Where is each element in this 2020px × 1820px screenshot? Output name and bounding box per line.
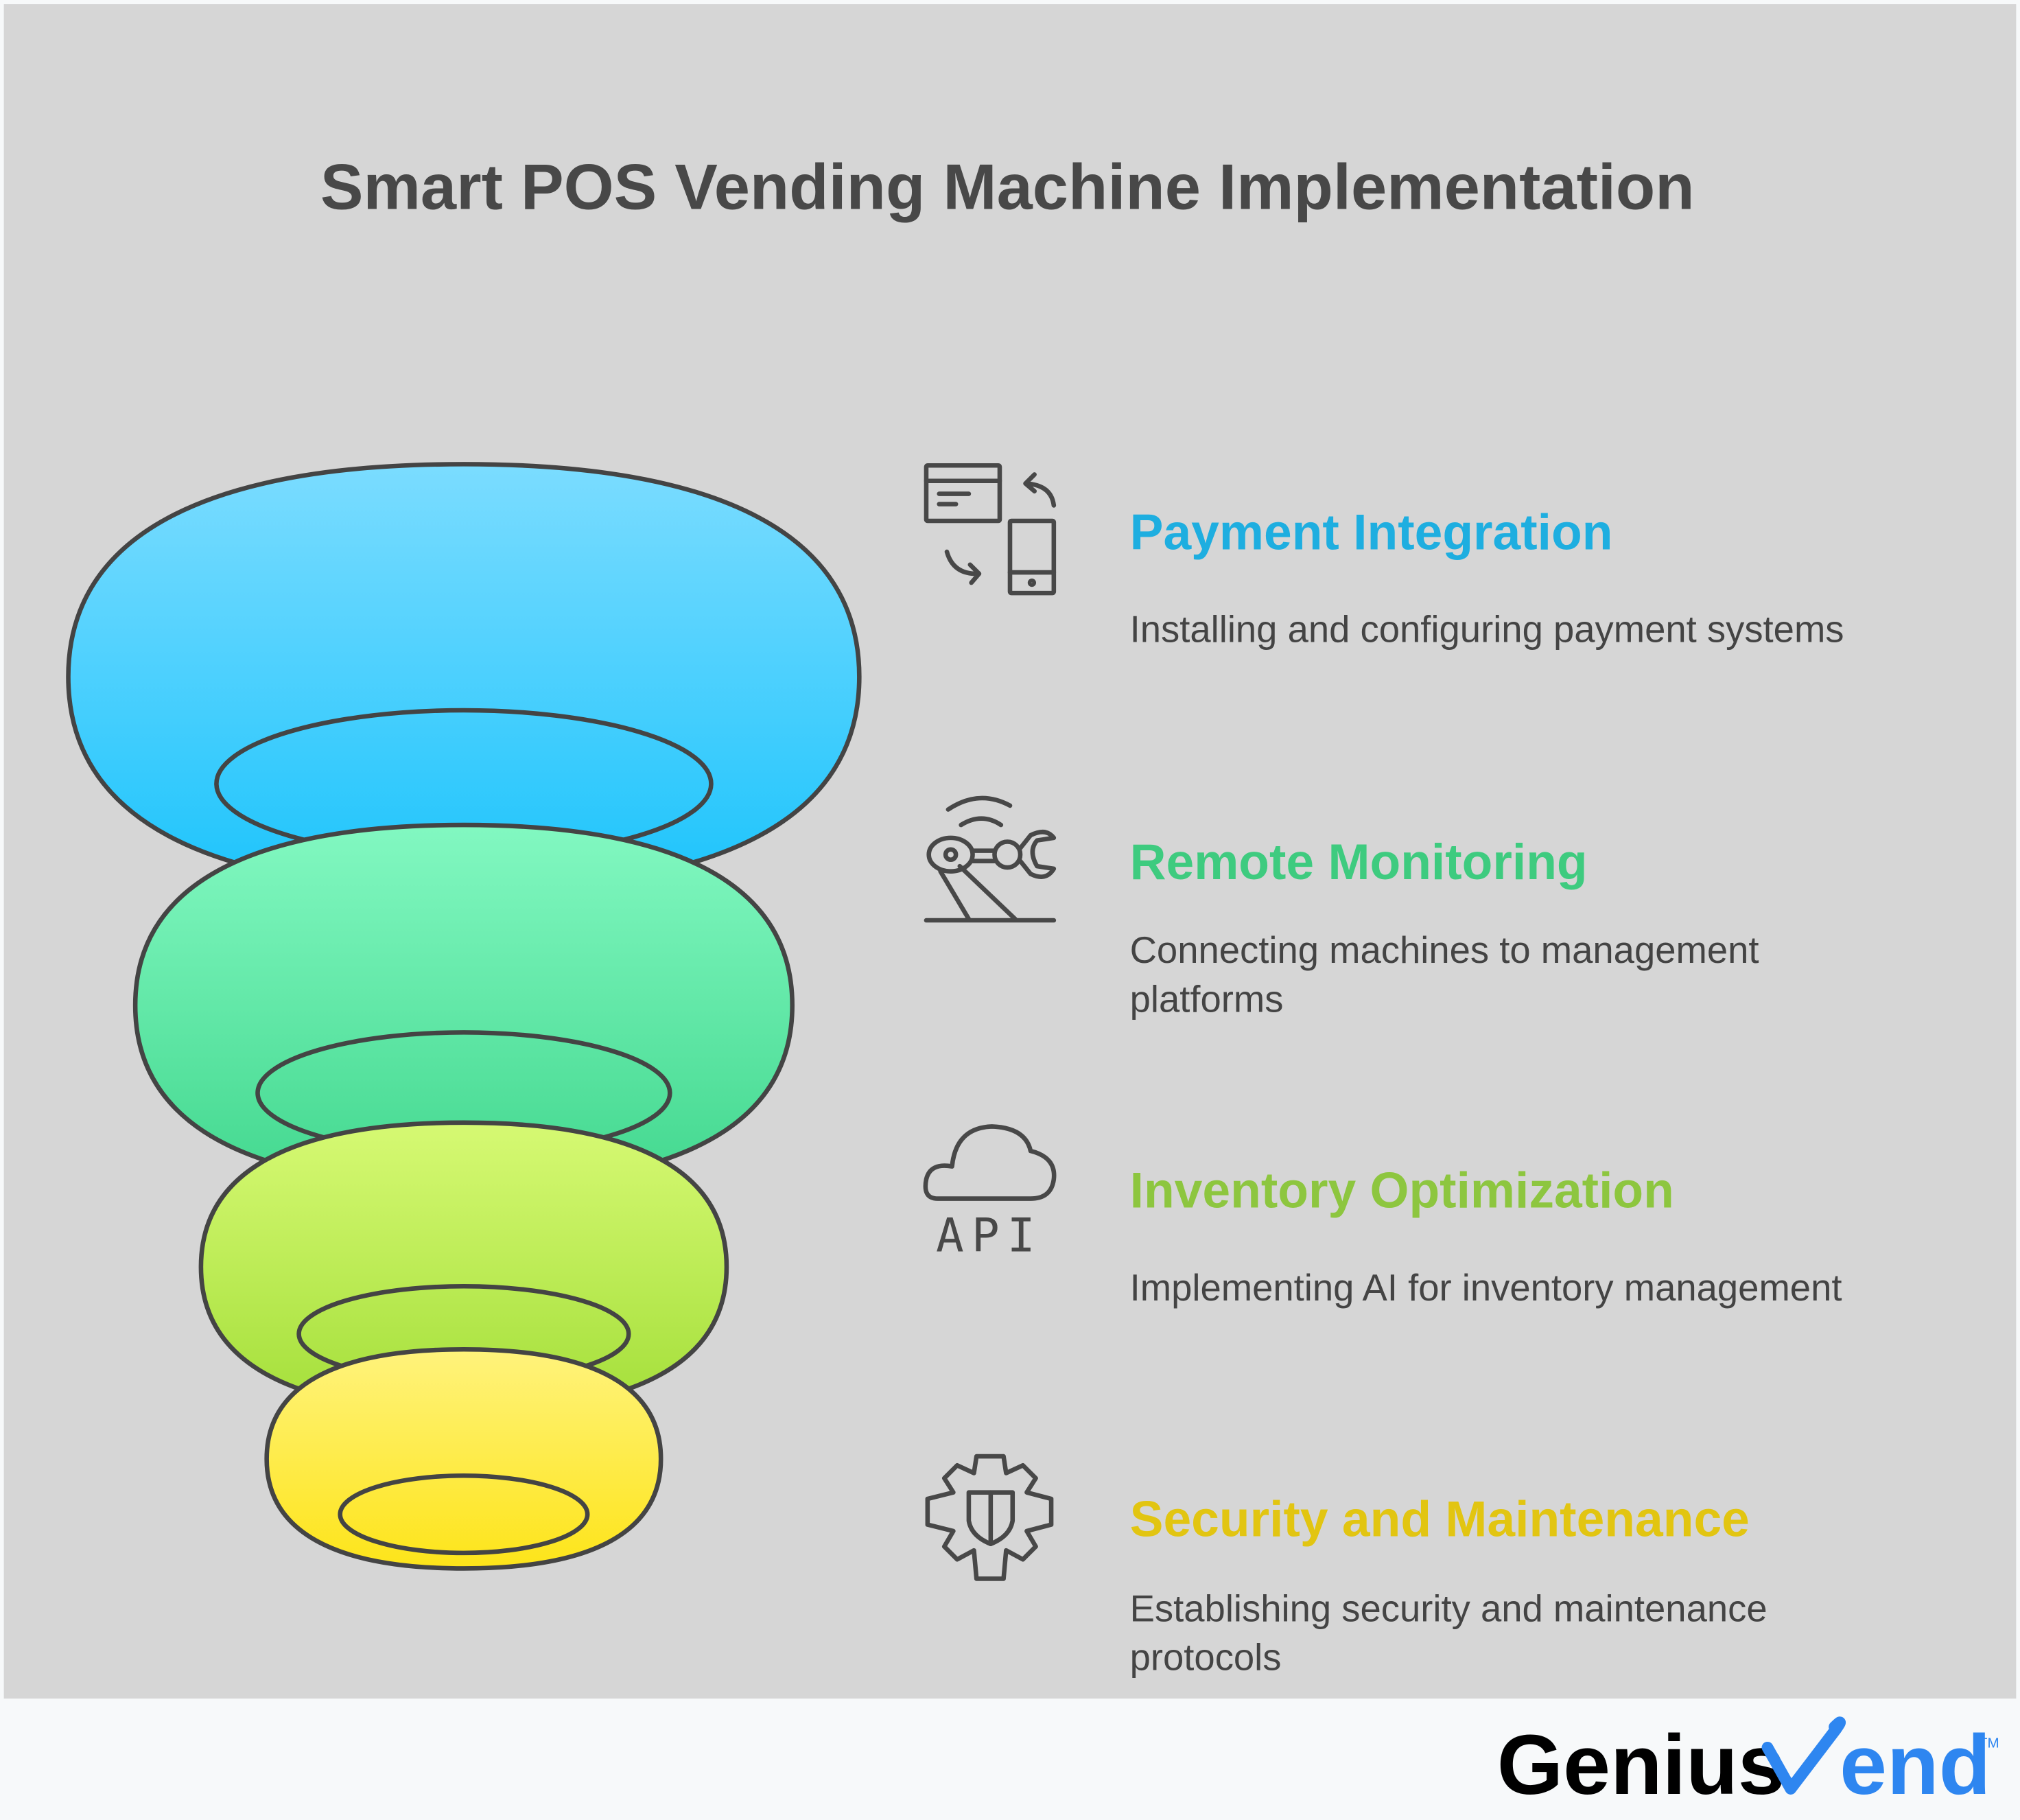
gear-shield-icon [925, 1454, 1054, 1581]
ring-security [264, 1346, 663, 1571]
step-title: Payment Integration [1130, 504, 1613, 560]
ring-hole [338, 1473, 590, 1556]
step-description: protocols [1130, 1637, 1282, 1679]
funnel [66, 462, 862, 1571]
step-inventory-optimization: Inventory Optimization Implementing AI f… [1130, 1163, 1842, 1309]
ring-outer [264, 1346, 663, 1571]
step-description: Implementing AI for inventory management [1130, 1267, 1842, 1309]
step-payment-integration: Payment Integration Installing and confi… [1130, 504, 1844, 650]
logo-text-vend: end [1840, 1718, 1990, 1812]
step-description: Connecting machines to management [1130, 929, 1759, 971]
cloud-api-icon: API [923, 1124, 1057, 1263]
step-title: Inventory Optimization [1130, 1163, 1674, 1219]
robot-arm-wireless-icon [924, 795, 1057, 923]
page-title: Smart POS Vending Machine Implementation [320, 151, 1695, 223]
step-security-maintenance: Security and Maintenance Establishing se… [1130, 1491, 1768, 1678]
step-title: Security and Maintenance [1130, 1491, 1750, 1547]
geniusvend-logo: Genius end TM [1497, 1716, 1999, 1812]
step-title: Remote Monitoring [1130, 834, 1588, 890]
step-remote-monitoring: Remote Monitoring Connecting machines to… [1130, 834, 1759, 1020]
step-description: platforms [1130, 978, 1284, 1020]
logo-trademark: TM [1979, 1735, 1999, 1751]
step-description: Establishing security and maintenance [1130, 1587, 1768, 1629]
api-label: API [936, 1209, 1043, 1263]
payment-transfer-icon [924, 463, 1057, 596]
logo-text-genius: Genius [1497, 1718, 1785, 1812]
step-description: Installing and configuring payment syste… [1130, 608, 1844, 650]
logo-check-icon [1761, 1716, 1846, 1795]
